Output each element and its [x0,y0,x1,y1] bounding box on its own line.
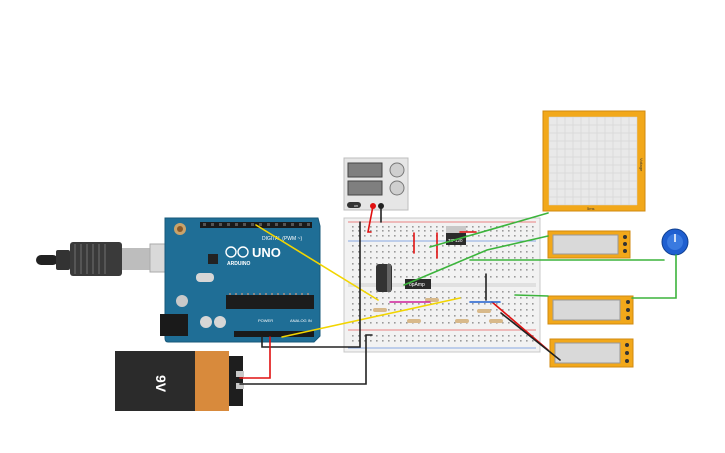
svg-text:TIP120: TIP120 [448,238,463,243]
multimeter-2[interactable] [547,295,634,325]
digital-header-label: DIGITAL (PWM ~) [262,236,302,242]
oscilloscope[interactable]: Voltage 5ms [542,110,646,212]
voltage-display [347,162,383,178]
wire[interactable] [631,254,677,299]
board-model-label: UNO [252,245,281,260]
wire[interactable] [367,205,374,233]
multimeter-1[interactable] [547,230,631,259]
wire[interactable] [261,221,361,348]
potentiometer[interactable] [661,228,689,256]
wire[interactable] [429,212,549,248]
opamp-chip[interactable]: opAmp [405,279,431,289]
wires[interactable] [239,205,677,385]
power-switch[interactable] [347,202,361,208]
power-analog-header [234,331,314,337]
multimeter-3[interactable] [549,338,634,368]
atmega-chip [226,295,314,309]
dc-jack [160,314,188,336]
current-knob[interactable] [389,180,405,196]
capacitor [176,295,188,307]
analog-label: ANALOG IN [290,318,312,323]
wire[interactable] [281,297,461,338]
svg-text:Voltage: Voltage [639,158,644,172]
current-display [347,180,383,196]
wire[interactable] [403,235,549,286]
svg-text:opAmp: opAmp [409,282,425,288]
wire[interactable] [514,294,549,297]
resistors[interactable] [373,298,503,323]
svg-text:9V: 9V [153,375,169,393]
usb-cable[interactable] [36,242,177,276]
arduino-uno-board[interactable]: DIGITAL (PWM ~) UNO ARDUINO POWER ANALOG… [160,217,321,343]
crystal-oscillator [196,273,214,282]
breadboard[interactable] [343,217,541,353]
arduino-logo-icon [225,246,249,258]
wire[interactable] [255,224,379,301]
electrolytic-capacitor[interactable] [376,264,392,292]
wire[interactable] [500,312,561,361]
battery-9v[interactable]: 9V [115,351,244,411]
capacitor [214,316,226,328]
arduino-logo-text: ARDUINO [227,261,250,267]
wire[interactable] [239,334,373,385]
power-label: POWER [258,318,273,323]
svg-text:on: on [354,204,358,208]
voltage-knob[interactable] [389,162,405,178]
usb-chip [208,254,218,264]
wire[interactable] [239,336,271,379]
capacitor [200,316,212,328]
svg-text:5ms: 5ms [587,206,595,211]
power-supply[interactable]: on [343,157,409,211]
